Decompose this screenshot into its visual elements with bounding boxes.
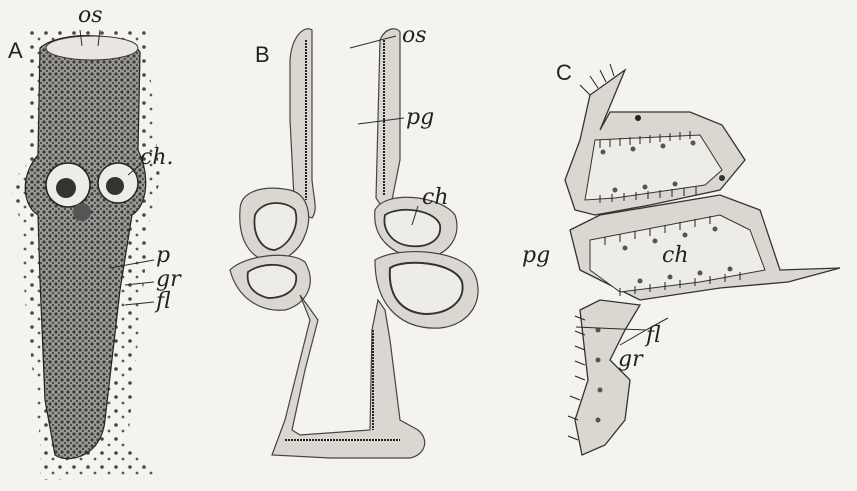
label-c-ch: ch xyxy=(662,243,689,268)
panel-c-label: C xyxy=(556,60,572,85)
label-c-fl: fl xyxy=(644,323,661,348)
label-a-p: p xyxy=(156,243,170,268)
label-c-gr: gr xyxy=(618,347,644,372)
panel-c: C pg ch fl gr xyxy=(522,60,840,455)
label-a-os: os xyxy=(78,3,103,28)
label-b-pg: pg xyxy=(406,105,434,130)
panel-c-lower-wall xyxy=(575,300,640,455)
panel-b-left-wall xyxy=(290,29,315,218)
panel-b: B os pg ch xyxy=(230,23,478,458)
panel-b-label: B xyxy=(255,42,270,67)
label-a-ch: ch. xyxy=(140,145,173,170)
panel-a-osculum xyxy=(46,36,138,60)
label-b-os: os xyxy=(402,23,427,48)
label-c-pg: pg xyxy=(522,243,550,268)
label-b-ch: ch xyxy=(422,185,449,210)
panel-a: A os ch. p gr fl xyxy=(8,3,182,480)
panel-a-label: A xyxy=(8,38,23,63)
label-a-fl: fl xyxy=(154,289,171,314)
